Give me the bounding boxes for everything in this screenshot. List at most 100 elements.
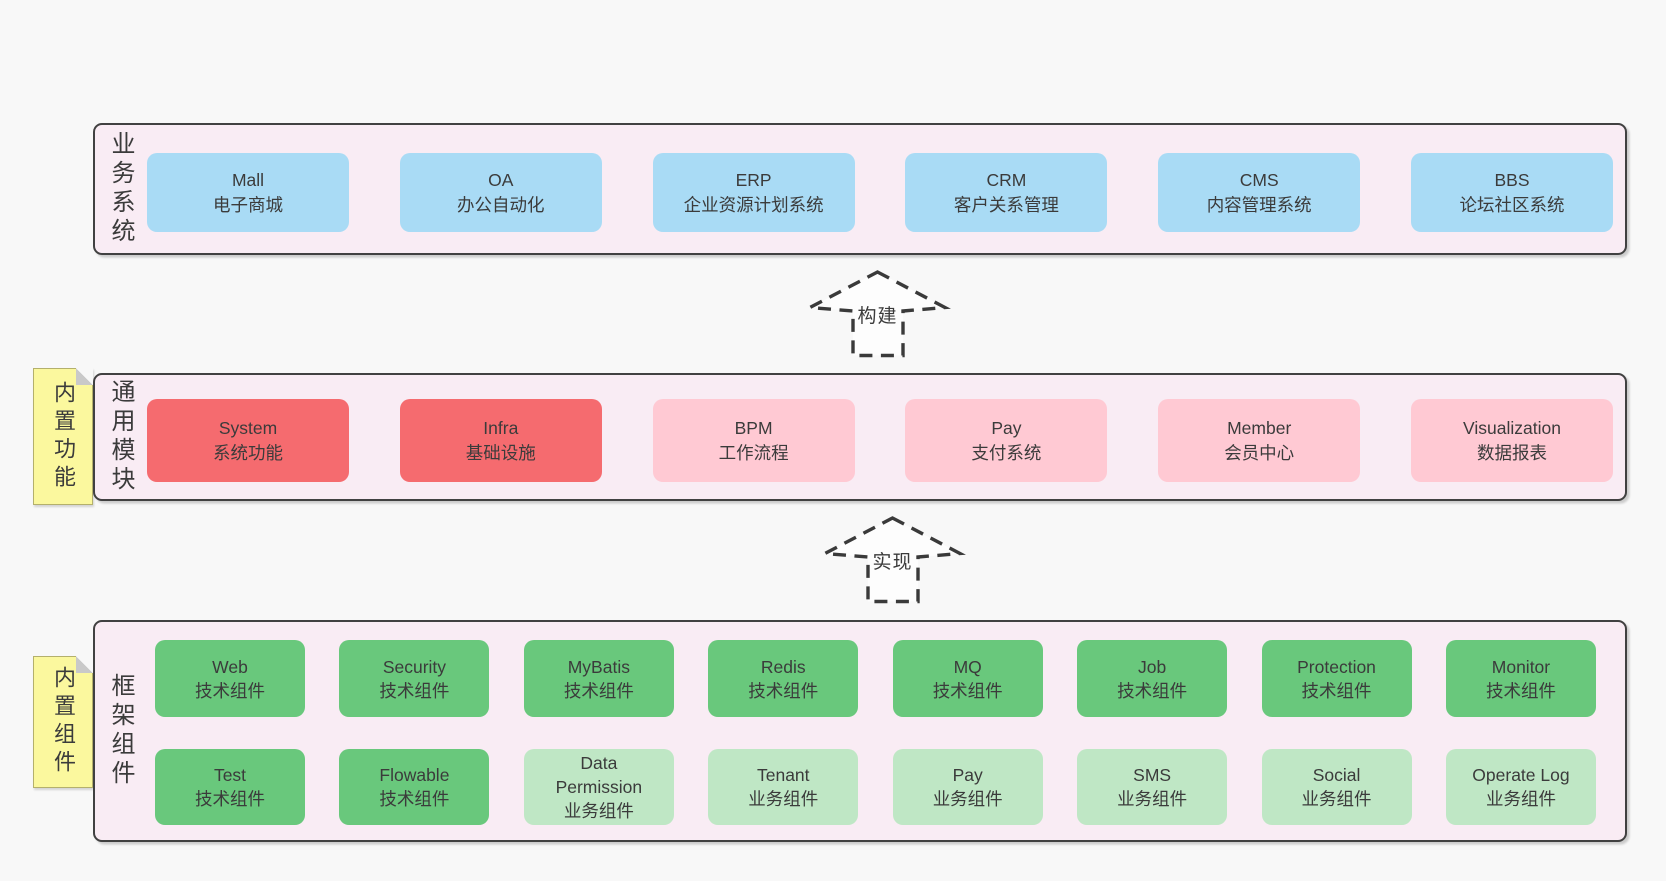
box-title: CRM bbox=[986, 169, 1027, 190]
box-title: MyBatis bbox=[567, 656, 630, 677]
modules-boxes-row: System 系统功能 Infra 基础设施 BPM 工作流程 Pay 支付系统… bbox=[147, 399, 1613, 482]
box-subtitle: 客户关系管理 bbox=[953, 194, 1059, 215]
box-title: OA bbox=[488, 169, 514, 190]
box-title: Member bbox=[1227, 417, 1292, 438]
box-web: Web 技术组件 bbox=[155, 640, 305, 717]
box-test: Test 技术组件 bbox=[155, 749, 305, 825]
box-subtitle: 技术组件 bbox=[195, 680, 265, 701]
box-title: CMS bbox=[1239, 169, 1279, 190]
box-subtitle: 系统功能 bbox=[213, 442, 283, 463]
box-erp: ERP 企业资源计划系统 bbox=[652, 153, 855, 232]
box-data-permission: Data Permission 业务组件 bbox=[523, 749, 674, 825]
folded-corner-icon bbox=[76, 656, 93, 673]
box-flowable: Flowable 技术组件 bbox=[339, 749, 490, 825]
box-subtitle: 支付系统 bbox=[971, 442, 1042, 463]
box-security: Security 技术组件 bbox=[339, 640, 490, 717]
folded-corner-icon bbox=[76, 368, 93, 385]
box-title: Tenant bbox=[756, 765, 810, 785]
box-job: Job 技术组件 bbox=[1077, 640, 1228, 717]
box-subtitle: 业务组件 bbox=[1117, 789, 1188, 809]
implement-arrow: 实现 bbox=[819, 516, 966, 606]
build-arrow: 构建 bbox=[804, 270, 951, 360]
box-subtitle: 办公自动化 bbox=[457, 194, 545, 215]
box-subtitle: 论坛社区系统 bbox=[1459, 194, 1565, 215]
box-system: System 系统功能 bbox=[147, 399, 349, 482]
box-title: Redis bbox=[760, 656, 806, 677]
box-title: MQ bbox=[953, 656, 982, 677]
modules-panel-label: 通用模块 bbox=[107, 379, 134, 495]
common-modules-panel: 通用模块 System 系统功能 Infra 基础设施 BPM 工作流程 Pay… bbox=[93, 373, 1627, 501]
box-subtitle: 内容管理系统 bbox=[1206, 194, 1312, 215]
box-subtitle: 技术组件 bbox=[379, 680, 450, 701]
box-mq: MQ 技术组件 bbox=[892, 640, 1043, 717]
built-in-features-tab: 内置功能 bbox=[33, 368, 93, 505]
box-subtitle: 业务组件 bbox=[748, 789, 819, 809]
box-subtitle: 业务组件 bbox=[1301, 789, 1372, 809]
box-title: Data Permission bbox=[555, 753, 643, 797]
box-social: Social 业务组件 bbox=[1261, 749, 1412, 825]
box-mybatis: MyBatis 技术组件 bbox=[523, 640, 674, 717]
box-title: SMS bbox=[1133, 765, 1172, 785]
components-row-2: Test 技术组件 Flowable 技术组件 Data Permission … bbox=[155, 749, 1596, 825]
box-title: ERP bbox=[735, 169, 772, 190]
box-operate-log: Operate Log 业务组件 bbox=[1445, 749, 1596, 825]
box-title: Pay bbox=[991, 417, 1022, 438]
box-subtitle: 技术组件 bbox=[563, 680, 634, 701]
business-systems-panel: 业务系统 Mall 电子商城 OA 办公自动化 ERP 企业资源计划系统 CRM… bbox=[93, 123, 1627, 255]
box-title: BPM bbox=[734, 417, 773, 438]
box-title: Infra bbox=[483, 417, 519, 438]
box-subtitle: 技术组件 bbox=[1301, 680, 1372, 701]
components-row-1: Web 技术组件 Security 技术组件 MyBatis 技术组件 Redi… bbox=[155, 640, 1596, 717]
box-subtitle: 技术组件 bbox=[379, 789, 450, 809]
box-crm: CRM 客户关系管理 bbox=[905, 153, 1108, 232]
box-visualization: Visualization 数据报表 bbox=[1410, 399, 1613, 482]
box-title: Job bbox=[1138, 656, 1167, 677]
built-in-components-tab-label: 内置组件 bbox=[51, 666, 76, 778]
box-title: Visualization bbox=[1463, 417, 1561, 438]
box-oa: OA 办公自动化 bbox=[399, 153, 602, 232]
box-protection: Protection 技术组件 bbox=[1261, 640, 1412, 717]
box-title: Protection bbox=[1297, 656, 1376, 677]
box-subtitle: 技术组件 bbox=[1117, 680, 1188, 701]
components-panel-label: 框架组件 bbox=[107, 673, 134, 789]
box-title: Mall bbox=[231, 169, 265, 190]
box-title: Web bbox=[212, 656, 248, 677]
box-subtitle: 技术组件 bbox=[932, 680, 1003, 701]
box-mall: Mall 电子商城 bbox=[147, 153, 349, 232]
box-member: Member 会员中心 bbox=[1158, 399, 1361, 482]
box-subtitle: 业务组件 bbox=[563, 801, 634, 821]
business-panel-label: 业务系统 bbox=[107, 131, 134, 247]
box-title: Pay bbox=[952, 765, 983, 785]
box-subtitle: 业务组件 bbox=[1485, 789, 1556, 809]
box-redis: Redis 技术组件 bbox=[708, 640, 859, 717]
box-pay-module: Pay 支付系统 bbox=[905, 399, 1108, 482]
box-subtitle: 技术组件 bbox=[195, 789, 265, 809]
box-bpm: BPM 工作流程 bbox=[652, 399, 855, 482]
implement-arrow-label: 实现 bbox=[870, 547, 915, 574]
box-pay-component: Pay 业务组件 bbox=[892, 749, 1043, 825]
box-subtitle: 数据报表 bbox=[1476, 442, 1547, 463]
box-subtitle: 企业资源计划系统 bbox=[683, 194, 824, 215]
box-subtitle: 技术组件 bbox=[748, 680, 819, 701]
box-sms: SMS 业务组件 bbox=[1077, 749, 1228, 825]
built-in-components-tab: 内置组件 bbox=[33, 656, 93, 788]
box-subtitle: 技术组件 bbox=[1485, 680, 1556, 701]
box-title: Monitor bbox=[1491, 656, 1551, 677]
box-subtitle: 电子商城 bbox=[213, 194, 283, 215]
box-title: Social bbox=[1312, 765, 1361, 785]
business-boxes-row: Mall 电子商城 OA 办公自动化 ERP 企业资源计划系统 CRM 客户关系… bbox=[147, 153, 1613, 232]
box-subtitle: 工作流程 bbox=[718, 442, 789, 463]
box-title: Test bbox=[213, 765, 247, 785]
box-title: BBS bbox=[1494, 169, 1530, 190]
box-infra: Infra 基础设施 bbox=[399, 399, 602, 482]
box-title: Operate Log bbox=[1472, 765, 1570, 785]
box-title: System bbox=[218, 417, 278, 438]
box-tenant: Tenant 业务组件 bbox=[708, 749, 859, 825]
box-title: Security bbox=[382, 656, 447, 677]
box-bbs: BBS 论坛社区系统 bbox=[1410, 153, 1613, 232]
box-title: Flowable bbox=[379, 765, 450, 785]
built-in-features-tab-label: 内置功能 bbox=[51, 380, 76, 493]
box-subtitle: 会员中心 bbox=[1224, 442, 1295, 463]
box-subtitle: 业务组件 bbox=[932, 789, 1003, 809]
build-arrow-label: 构建 bbox=[855, 301, 900, 328]
